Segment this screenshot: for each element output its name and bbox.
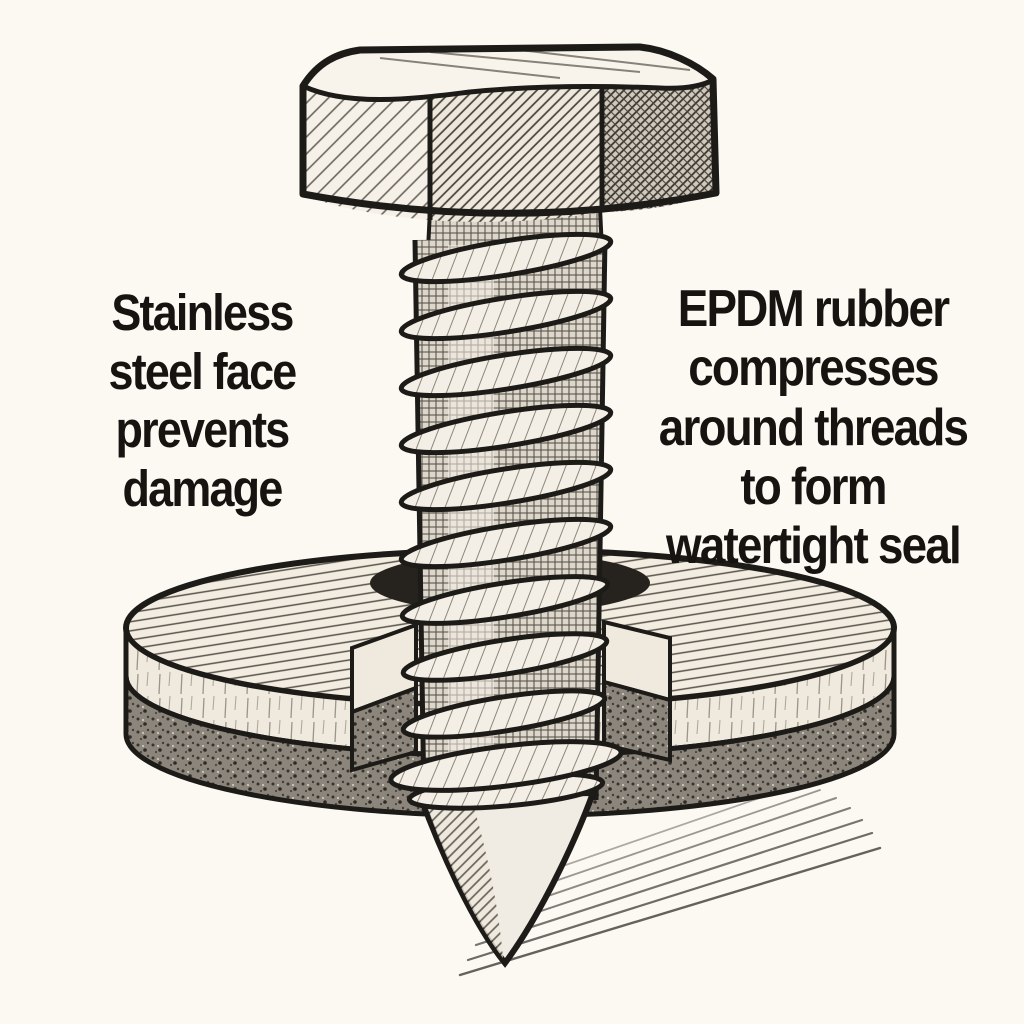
- left-caption: Stainless steel face prevents damage: [44, 284, 361, 519]
- thread-ridge: [398, 402, 614, 456]
- right-caption-line: compresses: [688, 339, 939, 398]
- thread-ridge: [400, 688, 608, 740]
- thread-ridge: [398, 516, 614, 570]
- hex-head-top-sketch-lines: [379, 49, 691, 79]
- washer-cross-section-right: [602, 619, 672, 763]
- thread-ridge: [400, 631, 610, 683]
- drill-point-tip: [388, 739, 624, 968]
- hex-head-front-face: [430, 87, 602, 222]
- screw: [299, 43, 720, 968]
- right-caption-line: to form: [740, 457, 887, 516]
- washer-cross-section-left: [350, 622, 418, 773]
- left-caption-line: steel face: [108, 342, 298, 400]
- left-caption-line: Stainless: [111, 284, 294, 341]
- thread-ridge: [398, 231, 614, 285]
- hex-head-outline: [299, 43, 720, 217]
- right-caption-line: watertight seal: [665, 517, 962, 576]
- thread-ridge: [398, 345, 614, 399]
- tip-collar-upper: [388, 739, 624, 793]
- hex-head-right-face: [602, 80, 716, 212]
- hex-head: [299, 43, 720, 222]
- washer-epdm-rubber-layer: [123, 675, 897, 819]
- thread-ridge: [398, 459, 614, 513]
- thread-ridge: [398, 288, 614, 342]
- thread-ridges: [398, 231, 614, 740]
- right-caption-line: EPDM rubber: [677, 280, 950, 338]
- left-caption-line: damage: [122, 459, 283, 517]
- hex-head-left-face: [303, 86, 430, 220]
- shadow-lines: [458, 783, 882, 977]
- right-caption-line: around threads: [658, 398, 969, 457]
- tip-shading: [424, 798, 503, 958]
- right-caption: EPDM rubber compresses around threads to…: [645, 280, 981, 576]
- left-caption-line: prevents: [115, 401, 290, 459]
- thread-ridge: [399, 574, 611, 626]
- hex-head-top-edge: [301, 77, 715, 102]
